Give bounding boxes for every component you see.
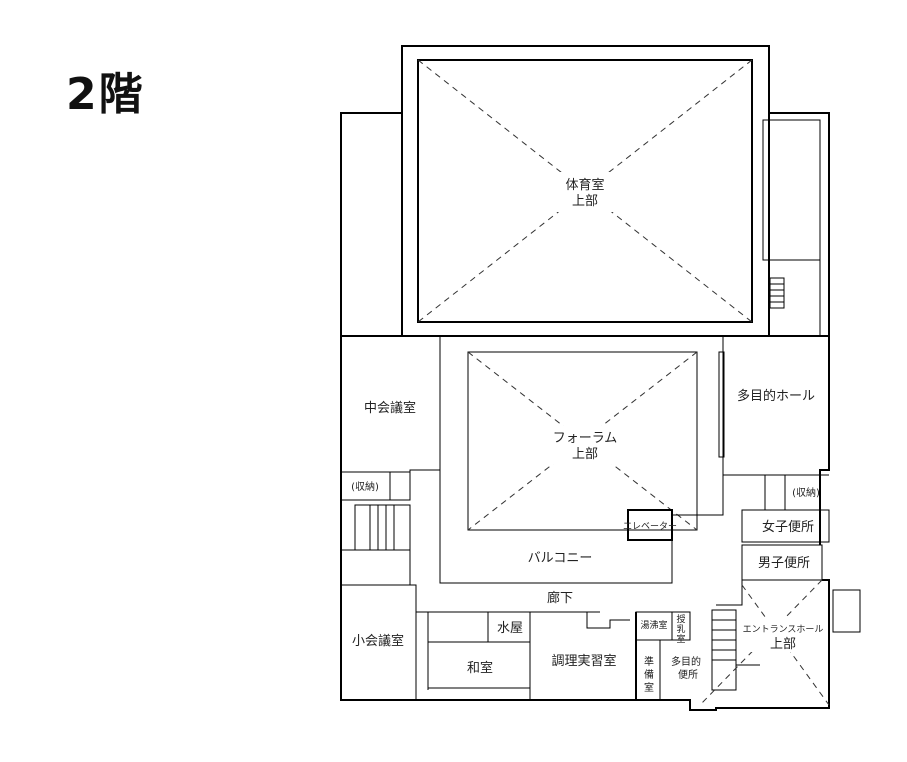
right-wing: 多目的ホール (収納) 女子便所 男子便所: [723, 388, 830, 581]
left-wing: 中会議室 (収納): [341, 336, 441, 585]
forum-upper: フォーラム 上部 エレベーター バルコニー: [439, 336, 725, 584]
prep-room-label-2: 備: [644, 668, 654, 681]
nursing-room-label-3: 室: [676, 633, 685, 645]
cooking-room-label: 調理実習室: [551, 653, 616, 669]
floor-title: 2階: [66, 69, 145, 120]
multipurpose-hall-label: 多目的ホール: [737, 388, 815, 404]
mp-toilet-label-1: 多目的: [671, 655, 701, 668]
storage-right-label: (収納): [792, 486, 820, 499]
entrance-hall-label: エントランスホール: [743, 624, 824, 635]
womens-toilet-label: 女子便所: [762, 519, 814, 535]
entrance-hall-label-2: 上部: [770, 637, 796, 652]
balcony-label: バルコニー: [528, 551, 593, 566]
mp-toilet-label-2: 便所: [678, 668, 698, 681]
kettle-room-label: 湯沸室: [640, 619, 667, 631]
gym-upper: 体育室 上部: [401, 45, 770, 337]
mizuya-label: 水屋: [497, 621, 523, 636]
nursing-room-label-2: 乳: [676, 623, 685, 635]
storage-left-label: (収納): [351, 480, 379, 493]
small-meeting-label: 小会議室: [352, 633, 404, 649]
prep-room-label-1: 準: [644, 655, 654, 668]
nursing-room-label-1: 授: [676, 613, 685, 625]
mid-meeting-label: 中会議室: [364, 400, 416, 416]
washitsu-label: 和室: [467, 660, 493, 676]
prep-room-label-3: 室: [644, 681, 654, 694]
elevator-label: エレベーター: [623, 521, 677, 532]
forum-label: フォーラム: [553, 431, 618, 446]
building-outline: [340, 112, 861, 711]
mens-toilet-label: 男子便所: [758, 556, 810, 571]
south-wing: 廊下 小会議室 水屋 和室 調理実習室 湯沸室 授 乳 室 準 備 室 多目的 …: [341, 579, 830, 706]
gym-label: 体育室: [565, 177, 604, 193]
corridor-label: 廊下: [547, 590, 573, 606]
forum-label-2: 上部: [572, 447, 598, 462]
gym-label-2: 上部: [572, 194, 598, 209]
